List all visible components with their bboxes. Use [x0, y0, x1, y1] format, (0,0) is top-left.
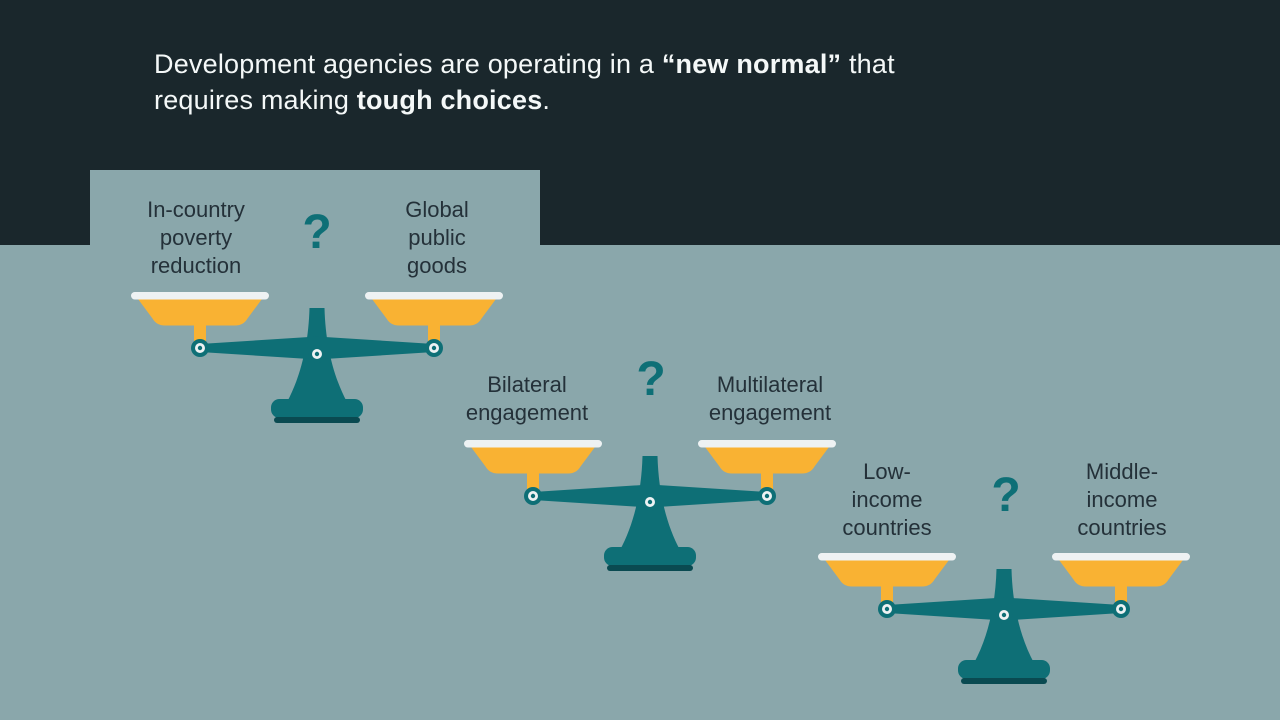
- scale-3-question-mark: ?: [991, 469, 1021, 522]
- scale-left-pan-rim: [818, 553, 956, 561]
- scale-center-pivot-icon: [308, 345, 326, 363]
- scale-center-pivot-icon: [995, 606, 1013, 624]
- headline-text: requires making: [154, 85, 357, 115]
- headline-bold-new-normal: “new normal”: [661, 49, 842, 79]
- scale-left-pan-rim: [131, 292, 269, 300]
- headline-bold-tough-choices: tough choices: [356, 85, 543, 115]
- headline-text: .: [542, 85, 551, 115]
- headline-text: Development agencies are operating in a: [154, 49, 662, 79]
- scale-center-pivot-icon: [641, 493, 659, 511]
- scale-right-pan-rim: [1052, 553, 1190, 561]
- scale-1-question-mark: ?: [302, 206, 332, 259]
- scale-left-pivot-icon: [524, 487, 542, 505]
- scale-left-pan-rim: [464, 440, 602, 448]
- scale-left-pan: [471, 447, 595, 474]
- scale-right-pan-rim: [698, 440, 836, 448]
- scale-right-pivot-icon: [1112, 600, 1130, 618]
- scale-left-pan: [825, 560, 949, 587]
- balance-scale-icon: [464, 440, 836, 571]
- scale-2-right-label: Multilateral engagement: [708, 372, 832, 425]
- scale-left-pivot-icon: [878, 600, 896, 618]
- scale-right-pan: [1059, 560, 1183, 587]
- scale-right-pan-rim: [365, 292, 503, 300]
- balance-scale-icon: [131, 292, 503, 423]
- scale-1-right-label: Global public goods: [405, 197, 469, 278]
- headline: Development agencies are operating in a …: [154, 46, 1034, 118]
- scale-3-left-label: Low- income countries: [842, 459, 932, 540]
- scale-base: [958, 660, 1050, 679]
- scale-base-shadow: [274, 417, 360, 423]
- scale-right-pan: [705, 447, 829, 474]
- scale-right-pivot-icon: [758, 487, 776, 505]
- scale-right-pivot-icon: [425, 339, 443, 357]
- scale-base-shadow: [961, 678, 1047, 684]
- scale-base: [271, 399, 363, 418]
- scale-left-pan: [138, 299, 262, 326]
- scale-base: [604, 547, 696, 566]
- scale-1-left-label: In-country poverty reduction: [147, 197, 245, 278]
- scale-2-question-mark: ?: [636, 353, 666, 406]
- scale-base-shadow: [607, 565, 693, 571]
- scale-2-left-label: Bilateral engagement: [465, 372, 589, 425]
- scale-3-right-label: Middle- income countries: [1077, 459, 1167, 540]
- scale-left-pivot-icon: [191, 339, 209, 357]
- headline-text: that: [841, 49, 895, 79]
- balance-scale-icon: [818, 553, 1190, 684]
- scale-right-pan: [372, 299, 496, 326]
